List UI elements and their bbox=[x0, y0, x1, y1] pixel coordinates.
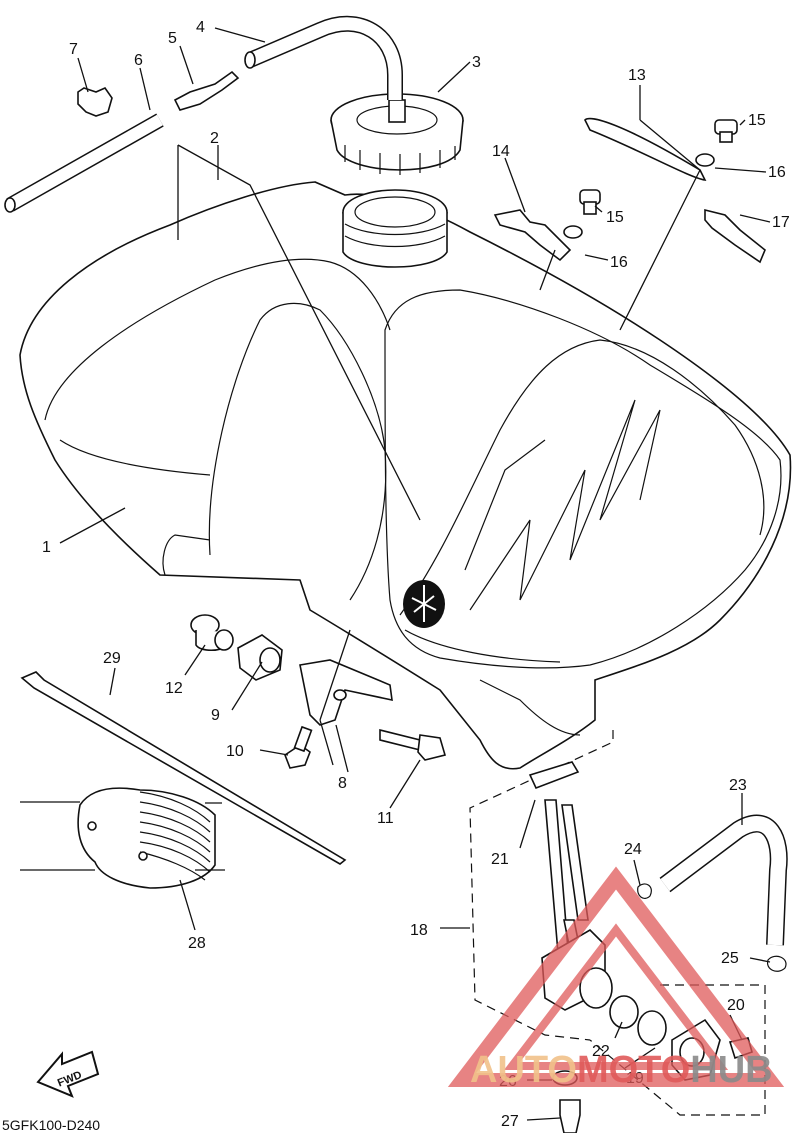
damper-9 bbox=[237, 634, 283, 681]
callout-13: 13 bbox=[628, 67, 646, 84]
forward-arrow: FWD bbox=[36, 1050, 100, 1098]
callout-11: 11 bbox=[377, 810, 394, 827]
callout-21: 21 bbox=[491, 851, 509, 868]
watermark-logo-triangle bbox=[447, 866, 785, 1087]
callout-14: 14 bbox=[492, 143, 510, 160]
washer-16a bbox=[695, 153, 715, 167]
breather-hose bbox=[244, 15, 403, 100]
callout-2: 2 bbox=[210, 130, 219, 147]
callout-12: 12 bbox=[165, 680, 183, 697]
callout-1: 1 bbox=[42, 539, 51, 556]
callout-10: 10 bbox=[226, 743, 244, 760]
bracket-13 bbox=[584, 117, 707, 181]
hose-clip bbox=[77, 87, 113, 117]
callout-16b: 16 bbox=[610, 254, 628, 271]
bracket-14 bbox=[493, 209, 572, 262]
callout-25: 25 bbox=[721, 950, 739, 967]
fuel-tank bbox=[19, 181, 792, 770]
callout-9: 9 bbox=[211, 707, 220, 724]
callout-5: 5 bbox=[168, 30, 177, 47]
callout-7: 7 bbox=[69, 41, 78, 58]
bolt-15b bbox=[579, 189, 601, 215]
callout-22: 22 bbox=[592, 1043, 610, 1060]
band-8 bbox=[299, 659, 393, 726]
heat-cover bbox=[77, 787, 216, 889]
check-valve bbox=[173, 70, 240, 111]
watermark-hub: HUB bbox=[690, 1049, 772, 1091]
callout-28: 28 bbox=[188, 935, 206, 952]
callout-16a: 16 bbox=[768, 164, 786, 181]
callout-20: 20 bbox=[727, 997, 745, 1014]
diagram-code: 5GFK100-D240 bbox=[2, 1117, 100, 1133]
washer-16b bbox=[563, 225, 583, 239]
callout-4: 4 bbox=[196, 19, 205, 36]
damper-12 bbox=[190, 614, 234, 652]
svg-text:AUTOMOTOHUB: AUTOMOTOHUB bbox=[470, 1049, 773, 1091]
callout-6: 6 bbox=[134, 52, 143, 69]
callout-15b: 15 bbox=[606, 209, 624, 226]
callout-23: 23 bbox=[729, 777, 747, 794]
fuel-cap bbox=[330, 93, 464, 175]
callout-29: 29 bbox=[103, 650, 121, 667]
breather-pipe bbox=[4, 113, 164, 213]
watermark-auto: AUTO bbox=[470, 1049, 577, 1091]
bracket-17 bbox=[704, 208, 766, 264]
callout-3: 3 bbox=[472, 54, 481, 71]
bolt-15a bbox=[714, 119, 738, 143]
callout-24: 24 bbox=[624, 841, 642, 858]
callout-15a: 15 bbox=[748, 112, 766, 129]
watermark-moto: MOTO bbox=[577, 1049, 690, 1091]
callout-27: 27 bbox=[501, 1113, 519, 1130]
bolt-10 bbox=[284, 725, 313, 769]
callout-18: 18 bbox=[410, 922, 428, 939]
bolt-11 bbox=[379, 728, 447, 761]
callout-17: 17 bbox=[772, 214, 790, 231]
cable-strap bbox=[20, 671, 347, 865]
watermark: AUTOMOTOHUB bbox=[447, 866, 785, 1091]
callout-8: 8 bbox=[338, 775, 347, 792]
